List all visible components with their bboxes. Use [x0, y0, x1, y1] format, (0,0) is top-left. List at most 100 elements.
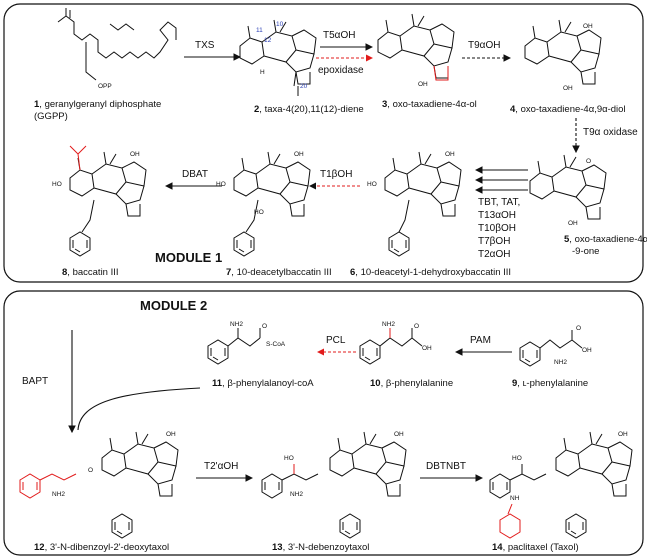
txs-label: TXS: [195, 40, 215, 51]
compound-1-name: , geranylgeranyl diphosphate: [39, 99, 161, 110]
compound-2-h: H: [260, 69, 265, 76]
num-20: 20: [300, 83, 308, 90]
compound-5-structure: O OH: [529, 154, 607, 227]
compound-5-ketone-o: O: [586, 158, 591, 165]
compound-3-structure: OH: [377, 13, 455, 88]
compound-12-o: O: [88, 467, 93, 474]
compound-12-label: 12, 3'-N-dibenzoyl-2'-deoxytaxol: [34, 542, 169, 553]
compound-12-name: , 3'-N-dibenzoyl-2'-deoxytaxol: [45, 542, 170, 553]
pcl-label: PCL: [326, 335, 346, 346]
t9a-oxidase-label: T9α oxidase: [583, 127, 638, 138]
compound-13-nh2: NH2: [290, 491, 303, 498]
compound-9-number: 9: [512, 378, 517, 389]
compound-6-ho: HO: [367, 181, 377, 188]
compound-4-name: , oxo-taxadiene-4α,9α-diol: [515, 104, 625, 115]
compound-10-oh: OH: [422, 345, 432, 352]
compound-14-label: 14, paclitaxel (Taxol): [492, 542, 579, 553]
enz-t13aoh: T13αOH: [478, 210, 516, 221]
compound-13-structure: HO NH2 OH: [261, 431, 407, 539]
compound-14-structure: HO NH OH: [489, 431, 633, 539]
compound-9-name: , ʟ-phenylalanine: [517, 378, 588, 389]
compound-1-abbr: (GGPP): [34, 111, 68, 122]
module-1-title: MODULE 1: [155, 250, 222, 265]
compound-4-structure: OH OH: [524, 19, 602, 92]
compound-10-structure: NH2 O OH: [359, 321, 432, 365]
num-11: 11: [256, 27, 263, 34]
compound-8-structure: HO OH: [52, 145, 147, 257]
compound-5-name: , oxo-taxadiene-4α-ol: [569, 234, 647, 245]
compound-6-oh: OH: [445, 151, 455, 158]
compound-14-ho: HO: [512, 455, 522, 462]
compound-1-structure: OPP: [57, 8, 177, 90]
compound-5-oh: OH: [568, 220, 578, 227]
compound-1-number: 1: [34, 99, 40, 110]
compound-10-number: 10: [370, 378, 381, 389]
compound-8-oh: OH: [130, 151, 140, 158]
bapt-curve: [77, 387, 201, 431]
module-2-title: MODULE 2: [140, 298, 207, 313]
compound-5-label: 5, oxo-taxadiene-4α-ol: [564, 234, 647, 245]
compound-6-label: 6, 10-deacetyl-1-dehydroxybaccatin III: [350, 267, 511, 278]
compound-10-label: 10, β-phenylalanine: [370, 378, 453, 389]
compound-11-name: , β-phenylalanoyl-coA: [222, 378, 314, 389]
t2aoh-label: T2'αOH: [204, 461, 238, 472]
compound-13-label: 13, 3'-N-debenzoytaxol: [272, 542, 369, 553]
compound-3-name: , oxo-taxadiene-4α-ol: [387, 99, 476, 110]
module-2-box: [3, 290, 644, 556]
compound-8-number: 8: [62, 267, 67, 278]
t9aoh-label: T9αOH: [468, 40, 500, 51]
compound-1-label: 1, geranylgeranyl diphosphate: [34, 99, 161, 110]
epoxidase-label: epoxidase: [318, 65, 364, 76]
compound-14-oh: OH: [618, 431, 628, 438]
compound-12-structure: NH2 O OH: [19, 431, 179, 539]
compound-2-label: 2, taxa-4(20),11(12)-diene: [254, 104, 364, 115]
compound-12-number: 12: [34, 542, 45, 553]
compound-7-structure: HO HO OH: [216, 151, 311, 257]
compound-8-name: , baccatin III: [67, 267, 118, 278]
compound-12-oh: OH: [166, 431, 176, 438]
compound-7-ho-red: HO: [254, 209, 264, 216]
bapt-label: BAPT: [22, 376, 48, 387]
compound-4-label: 4, oxo-taxadiene-4α,9α-diol: [510, 104, 626, 115]
compound-5-number: 5: [564, 234, 570, 245]
pam-label: PAM: [470, 335, 491, 346]
compound-4-oh-4: OH: [563, 85, 573, 92]
compound-10-nh2: NH2: [382, 321, 395, 328]
num-12: 12: [264, 37, 272, 44]
dbtnbt-label: DBTNBT: [426, 461, 466, 472]
enz-t2aoh: T2αOH: [478, 249, 510, 260]
compound-7-ho: HO: [216, 181, 226, 188]
compound-9-structure: O OH NH2: [519, 325, 592, 367]
compound-8-label: 8, baccatin III: [62, 267, 119, 278]
compound-2-number: 2: [254, 104, 259, 115]
compound-9-label: 9, ʟ-phenylalanine: [512, 378, 588, 389]
compound-6-name: , 10-deacetyl-1-dehydroxybaccatin III: [355, 267, 511, 278]
compound-8-ho: HO: [52, 181, 62, 188]
t1boh-label: T1βOH: [320, 169, 352, 180]
compound-4-number: 4: [510, 104, 516, 115]
compound-13-ho: HO: [284, 455, 294, 462]
compound-3-number: 3: [382, 99, 387, 110]
compound-14-nh: NH: [510, 495, 520, 502]
compound-7-name: , 10-deacetylbaccatin III: [231, 267, 331, 278]
compound-2-structure: 12 11 10 20 H: [239, 19, 317, 96]
compound-10-o: O: [414, 323, 419, 330]
compound-9-oh: OH: [582, 347, 592, 354]
compound-7-oh: OH: [294, 151, 304, 158]
compound-6-number: 6: [350, 267, 355, 278]
compound-4-oh-9: OH: [583, 23, 593, 30]
compound-13-name: , 3'-N-debenzoytaxol: [283, 542, 370, 553]
compound-13-oh: OH: [394, 431, 404, 438]
compound-6-structure: HO OH: [367, 151, 462, 257]
compound-11-scoa: S-CoA: [266, 341, 286, 348]
compound-9-nh2: NH2: [554, 359, 567, 366]
compound-11-o: O: [262, 323, 267, 330]
enz-t10boh: T10βOH: [478, 223, 516, 234]
compound-5-name-2: -9-one: [572, 246, 599, 257]
enz-t7boh: T7βOH: [478, 236, 510, 247]
dbat-label: DBAT: [182, 169, 208, 180]
module-1-box: [3, 3, 644, 283]
compound-14-name: , paclitaxel (Taxol): [503, 542, 579, 553]
compound-7-number: 7: [226, 267, 231, 278]
